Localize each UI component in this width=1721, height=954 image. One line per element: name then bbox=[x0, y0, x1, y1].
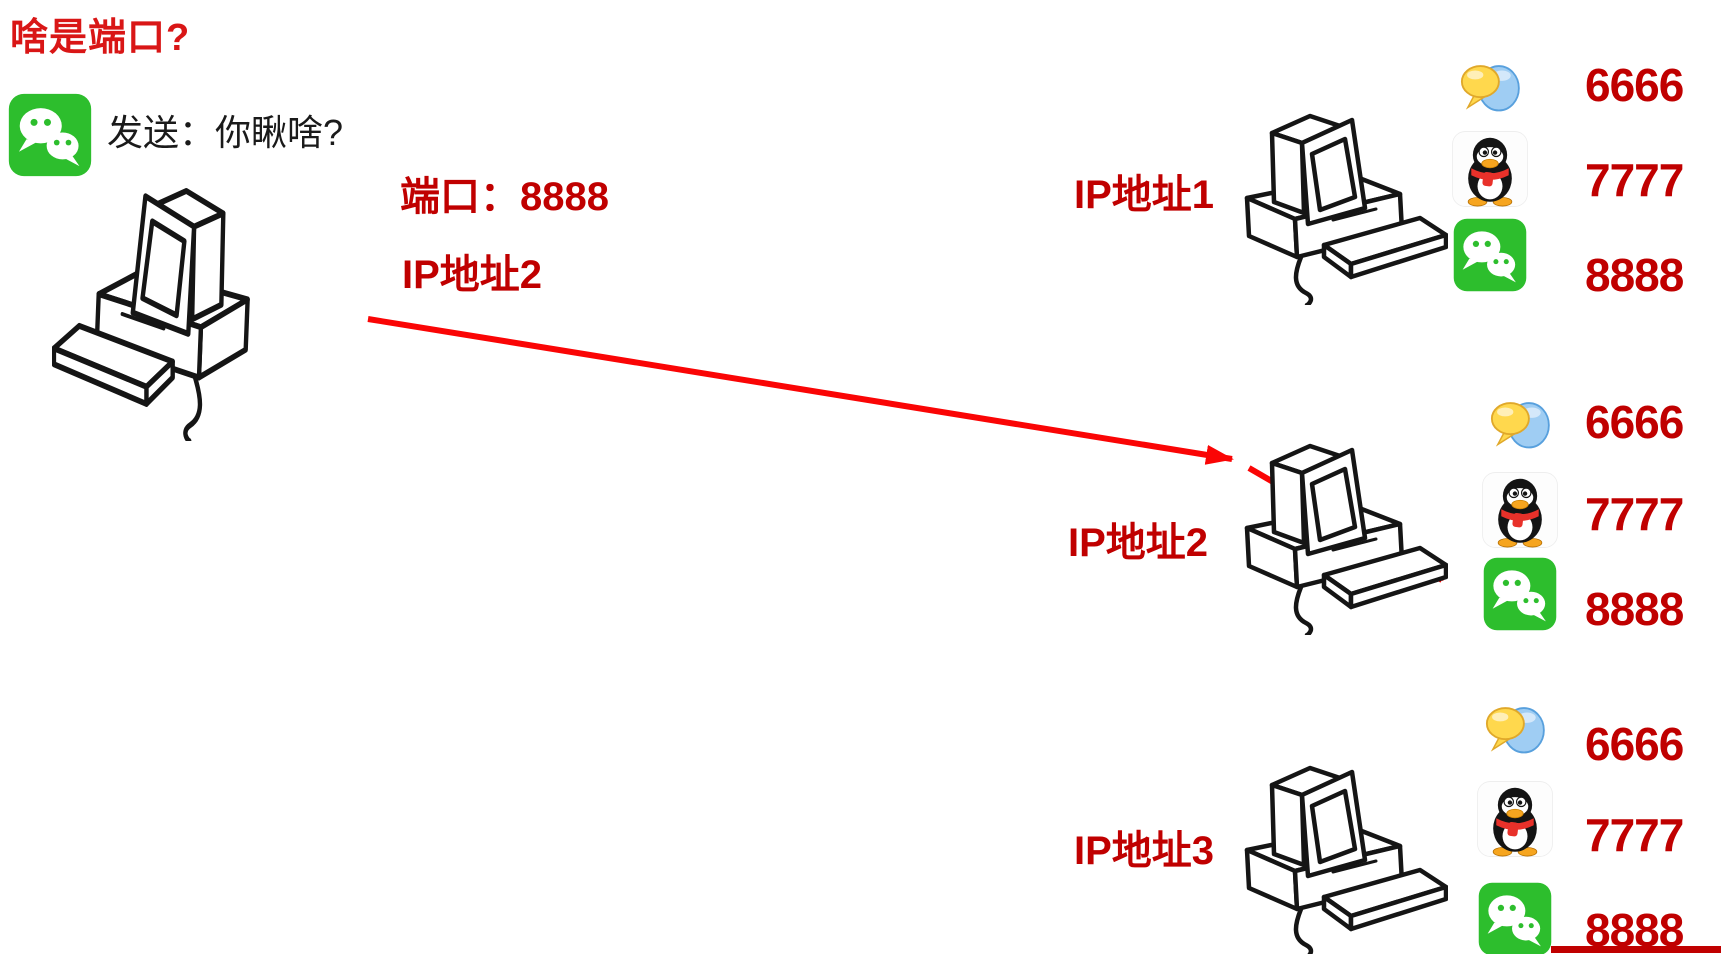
host-ip-label: IP地址3 bbox=[1074, 829, 1215, 873]
chat-bubbles-icon bbox=[1460, 65, 1520, 112]
port-number: 6666 bbox=[1585, 59, 1684, 111]
wechat-icon bbox=[1478, 882, 1552, 954]
port-label: 端口：8888 bbox=[400, 175, 609, 219]
port-number: 8888 bbox=[1585, 249, 1684, 301]
port-number: 7777 bbox=[1585, 488, 1684, 540]
page-title: 啥是端口? bbox=[10, 17, 191, 59]
port-number: 7777 bbox=[1585, 809, 1684, 861]
qq-icon bbox=[1476, 780, 1554, 858]
chat-bubbles-icon bbox=[1485, 707, 1545, 754]
arrow-segment-1 bbox=[367, 316, 1234, 465]
sender-ip-label: IP地址2 bbox=[402, 253, 543, 297]
wechat-icon bbox=[8, 93, 92, 177]
port-number: 6666 bbox=[1585, 718, 1684, 770]
wechat-icon bbox=[1453, 218, 1527, 292]
port-number: 8888 bbox=[1585, 583, 1684, 635]
qq-icon bbox=[1481, 471, 1559, 549]
port-number: 6666 bbox=[1585, 396, 1684, 448]
port-number: 8888 bbox=[1585, 904, 1684, 954]
chat-bubbles-icon bbox=[1490, 402, 1550, 449]
host-computer bbox=[1148, 110, 1448, 305]
port-number: 7777 bbox=[1585, 154, 1684, 206]
red-underline bbox=[1551, 946, 1721, 953]
wechat-icon bbox=[1483, 557, 1557, 631]
qq-icon bbox=[1451, 130, 1529, 208]
host-ip-label: IP地址1 bbox=[1074, 173, 1215, 217]
host-computer bbox=[1148, 762, 1448, 954]
host-computer bbox=[1148, 440, 1448, 635]
sender-computer bbox=[52, 183, 344, 441]
host-ip-label: IP地址2 bbox=[1068, 521, 1209, 565]
send-message-label: 发送：你瞅啥? bbox=[107, 112, 344, 153]
